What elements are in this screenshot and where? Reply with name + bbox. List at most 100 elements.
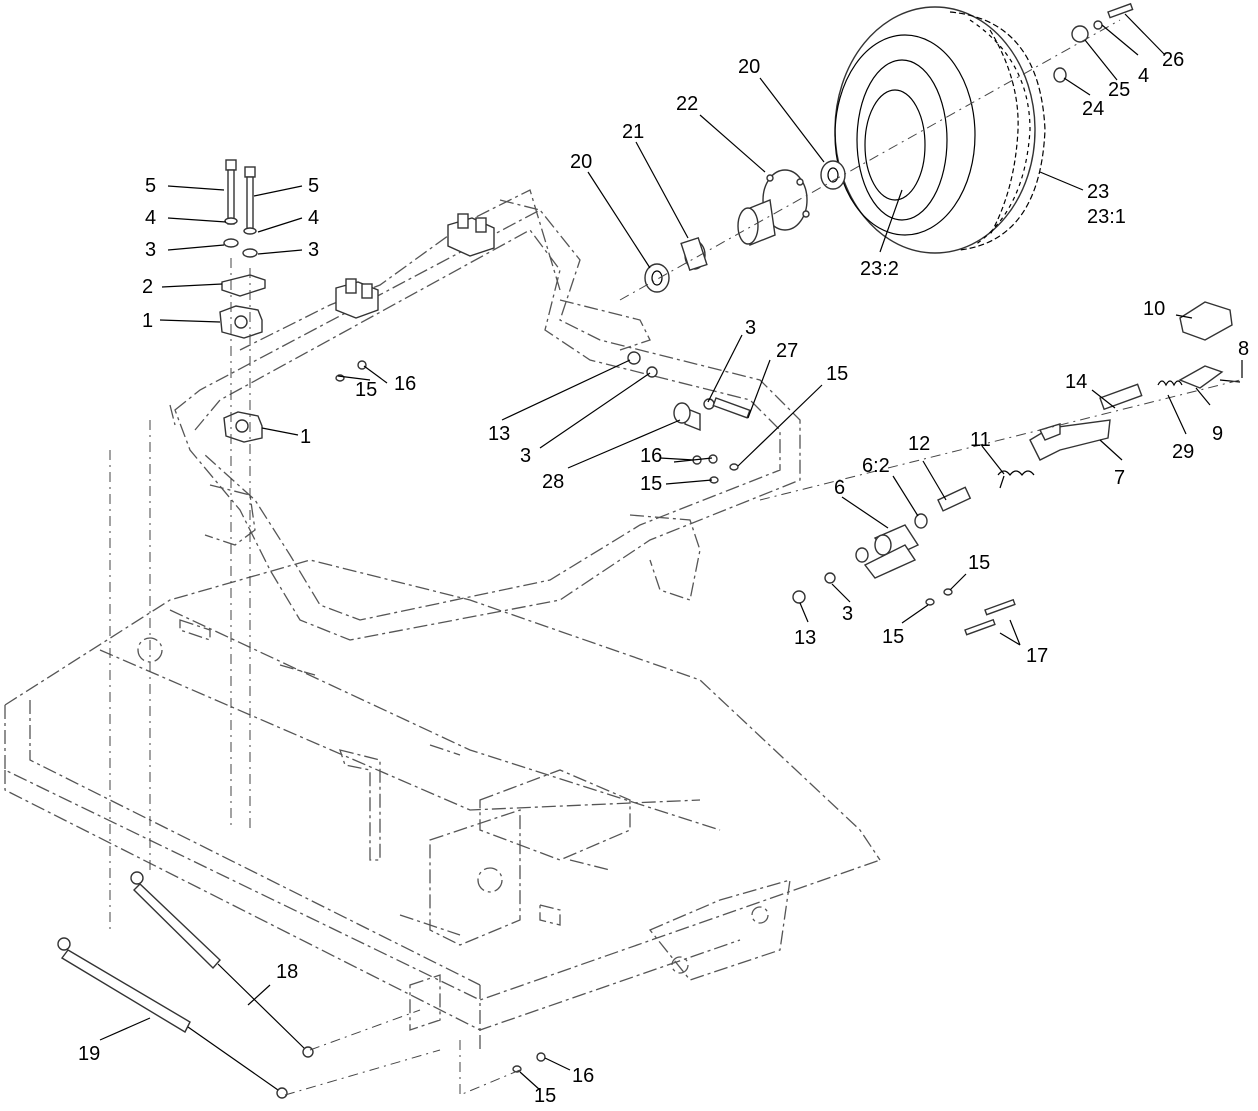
callout-16-bottom: 16	[572, 1065, 594, 1087]
mower-chassis	[4, 559, 881, 1050]
callout-24: 24	[1082, 98, 1104, 120]
wheel-hub-22	[737, 169, 810, 246]
callout-10: 10	[1143, 298, 1165, 320]
bolt-5-right	[244, 166, 256, 230]
callout-20-outer: 20	[738, 56, 760, 78]
bushing-6-2	[914, 513, 928, 529]
callout-3-lever: 3	[842, 603, 853, 625]
washer-3-left	[223, 238, 239, 248]
callout-23-2: 23:2	[860, 258, 899, 280]
callout-3-pivot: 3	[520, 445, 531, 467]
callout-17: 17	[1026, 645, 1048, 667]
washer-15-lever-a	[925, 598, 935, 606]
callout-15-mid: 15	[640, 473, 662, 495]
callout-8: 8	[1238, 338, 1249, 360]
callout-6-2: 6:2	[862, 455, 890, 477]
washer-25	[1071, 25, 1089, 43]
callout-20-inner: 20	[570, 151, 592, 173]
axle-centerline	[619, 19, 1121, 301]
washer-15-lever-b	[943, 588, 953, 596]
callout-2: 2	[142, 276, 153, 298]
callout-15-right: 15	[826, 363, 848, 385]
callout-21: 21	[622, 121, 644, 143]
callout-14: 14	[1065, 371, 1087, 393]
wheel-tire-23	[834, 6, 1046, 254]
callout-23: 23	[1087, 181, 1109, 203]
callout-15-lever-a: 15	[882, 626, 904, 648]
leader-lines	[99, 13, 1243, 1091]
callout-29: 29	[1172, 441, 1194, 463]
callout-4-left: 4	[145, 207, 156, 229]
callout-6: 6	[834, 477, 845, 499]
nut-13	[627, 351, 641, 365]
spring-mount-lines	[109, 420, 151, 930]
lock-washer-4-right	[243, 227, 257, 235]
bolt-27	[712, 397, 751, 419]
lock-washer-4-left	[224, 217, 238, 225]
nut-16-top	[357, 360, 367, 370]
pin-17-a	[964, 618, 996, 636]
bolt-26	[1107, 2, 1134, 19]
washer-3-lever	[824, 572, 836, 584]
spring-29	[1157, 380, 1183, 387]
callout-16-top: 16	[394, 373, 416, 395]
washer-3-right	[242, 248, 258, 258]
callout-3-right: 3	[308, 239, 319, 261]
callout-26: 26	[1162, 49, 1184, 71]
nut-24	[1053, 67, 1067, 83]
nut-16-upper	[708, 454, 718, 464]
callout-9: 9	[1212, 423, 1223, 445]
washer-15-right	[729, 463, 739, 471]
callout-13-pivot: 13	[488, 423, 510, 445]
callout-7: 7	[1114, 467, 1125, 489]
callout-27: 27	[776, 340, 798, 362]
spacer-21-body	[680, 237, 708, 271]
callout-16-mid: 16	[640, 445, 662, 467]
callout-3-left: 3	[145, 239, 156, 261]
callout-5-left: 5	[145, 175, 156, 197]
bolt-5-left	[225, 159, 237, 225]
callout-5-right: 5	[308, 175, 319, 197]
callout-15-top: 15	[355, 379, 377, 401]
pedal-pad-10	[1179, 301, 1233, 341]
gas-spring-18	[130, 871, 314, 1058]
callout-25: 25	[1108, 79, 1130, 101]
callout-28: 28	[542, 471, 564, 493]
pin-8	[1219, 379, 1241, 383]
frame-clamp-center	[335, 278, 379, 319]
seat-clamp-lower	[223, 411, 263, 443]
bolt-centerlines	[230, 258, 251, 830]
frame-clamp-rear	[447, 213, 495, 257]
lock-washer-4-wheel	[1093, 20, 1103, 30]
nut-16-bottom	[536, 1052, 546, 1062]
callout-11: 11	[970, 429, 991, 451]
spring-11	[997, 470, 1035, 489]
pedal-9	[1178, 365, 1224, 389]
callout-13-lever: 13	[794, 627, 816, 649]
gas-spring-19	[57, 937, 288, 1099]
brake-lever-7	[1029, 419, 1111, 461]
callout-1-top: 1	[142, 310, 153, 332]
brake-pivot-6	[855, 524, 920, 579]
rod-14	[1099, 383, 1143, 411]
callout-19: 19	[78, 1043, 100, 1065]
callout-4-wheel: 4	[1138, 65, 1149, 87]
callout-labels: 5 5 4 4 3 3 2 1 1 15 16 13 3 28 3 27 15 …	[78, 49, 1249, 1107]
seat-clamp-top	[219, 274, 266, 339]
seat-frame	[169, 189, 801, 641]
bearing-20-outer	[820, 160, 846, 190]
bumper-28-end	[673, 402, 691, 424]
callout-3-bolt: 3	[745, 317, 756, 339]
pin-12	[937, 486, 972, 512]
callout-4-right: 4	[308, 207, 319, 229]
callout-12: 12	[908, 433, 930, 455]
nut-13-lever	[792, 590, 806, 604]
pin-17-b	[984, 598, 1016, 616]
spring-lower-lines	[284, 1009, 441, 1096]
callout-1-lower: 1	[300, 426, 311, 448]
callout-18: 18	[276, 961, 298, 983]
callout-23-1: 23:1	[1087, 206, 1126, 228]
lever-centerline	[759, 379, 1241, 501]
